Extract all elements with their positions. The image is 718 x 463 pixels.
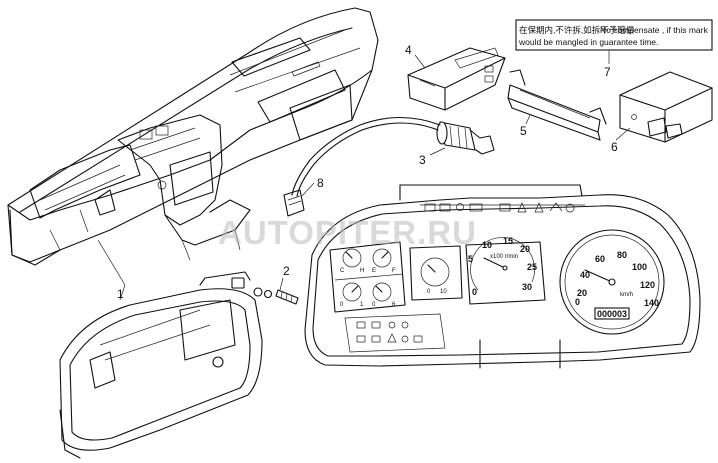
warning-label: 在保期内,不许拆,如拆不予赔偿 No compensate , if this … <box>515 19 713 51</box>
gauge-d-high: 6 <box>392 302 396 308</box>
wire-harness <box>283 116 441 217</box>
speed-tick-80: 80 <box>617 250 627 260</box>
gauge-d-low: 0 <box>372 302 376 308</box>
clock-hand <box>427 264 436 273</box>
speedometer-needle <box>584 269 613 283</box>
speed-tick-40: 40 <box>580 270 590 280</box>
callout-7: 7 <box>604 65 611 79</box>
speed-tick-100: 100 <box>632 262 647 272</box>
cluster-housing <box>59 271 263 459</box>
tach-tick-10: 10 <box>482 240 492 250</box>
small-gauge-cluster: C H E F 0 1 0 6 <box>340 248 396 308</box>
gauge-a-high: H <box>360 268 364 274</box>
indicator-light-row <box>356 321 423 343</box>
tach-tick-25: 25 <box>527 262 537 272</box>
watermark-text: AUTOPITER.RU <box>218 214 477 251</box>
label-line-1: No compensate , if this mark <box>600 25 708 35</box>
control-module <box>407 47 506 111</box>
tachometer-needle <box>483 257 506 269</box>
callout-8: 8 <box>317 176 324 190</box>
gauge-c-low: 0 <box>340 302 344 308</box>
tach-tick-30: 30 <box>522 282 532 292</box>
callout-2: 2 <box>283 264 290 278</box>
tach-tick-5: 5 <box>468 254 473 264</box>
clock-label-high: 10 <box>440 289 447 295</box>
bracket <box>507 69 607 141</box>
leader-lines <box>97 50 631 301</box>
odometer-readout: 000003 <box>597 309 627 319</box>
callout-6: 6 <box>611 140 618 154</box>
gauge-c-high: 1 <box>360 302 364 308</box>
label-chinese-text: 在保期内,不许拆,如拆不予赔偿 <box>519 25 635 35</box>
speed-tick-0: 0 <box>575 297 580 307</box>
relay-box <box>619 71 713 143</box>
tach-tick-0: 0 <box>472 287 477 297</box>
speed-tick-20: 20 <box>577 288 587 298</box>
tach-tick-20: 20 <box>520 244 530 254</box>
callout-4: 4 <box>405 43 412 57</box>
dashboard-assembly <box>7 7 379 266</box>
callout-labels: 1 2 3 4 5 6 7 8 <box>117 43 618 301</box>
warning-light-row <box>424 202 575 213</box>
speedometer: 0 20 40 60 80 100 120 140 km/h 000003 <box>559 229 665 335</box>
instrument-cluster: C H E F 0 1 0 6 0 10 0 5 10 15 20 25 30 <box>304 184 701 369</box>
gauge-a-low: C <box>340 268 345 274</box>
label-line-2: would be mangled in guarantee time. <box>518 37 658 47</box>
speed-tick-120: 120 <box>640 280 655 290</box>
tachometer: 0 5 10 15 20 25 30 x100 r/min <box>465 236 546 305</box>
speed-tick-140: 140 <box>644 298 659 308</box>
tach-tick-15: 15 <box>503 236 513 246</box>
gauge-b-high: F <box>392 268 396 274</box>
speed-tick-60: 60 <box>595 254 605 264</box>
screw-set <box>231 277 299 305</box>
speed-unit: km/h <box>620 292 633 298</box>
clock-label-low: 0 <box>427 289 431 295</box>
tach-unit: x100 r/min <box>490 254 518 260</box>
callout-3: 3 <box>419 153 426 167</box>
callout-1: 1 <box>117 287 124 301</box>
callout-5: 5 <box>520 124 527 138</box>
gauge-b-low: E <box>372 268 376 274</box>
speed-sensor <box>436 121 495 155</box>
